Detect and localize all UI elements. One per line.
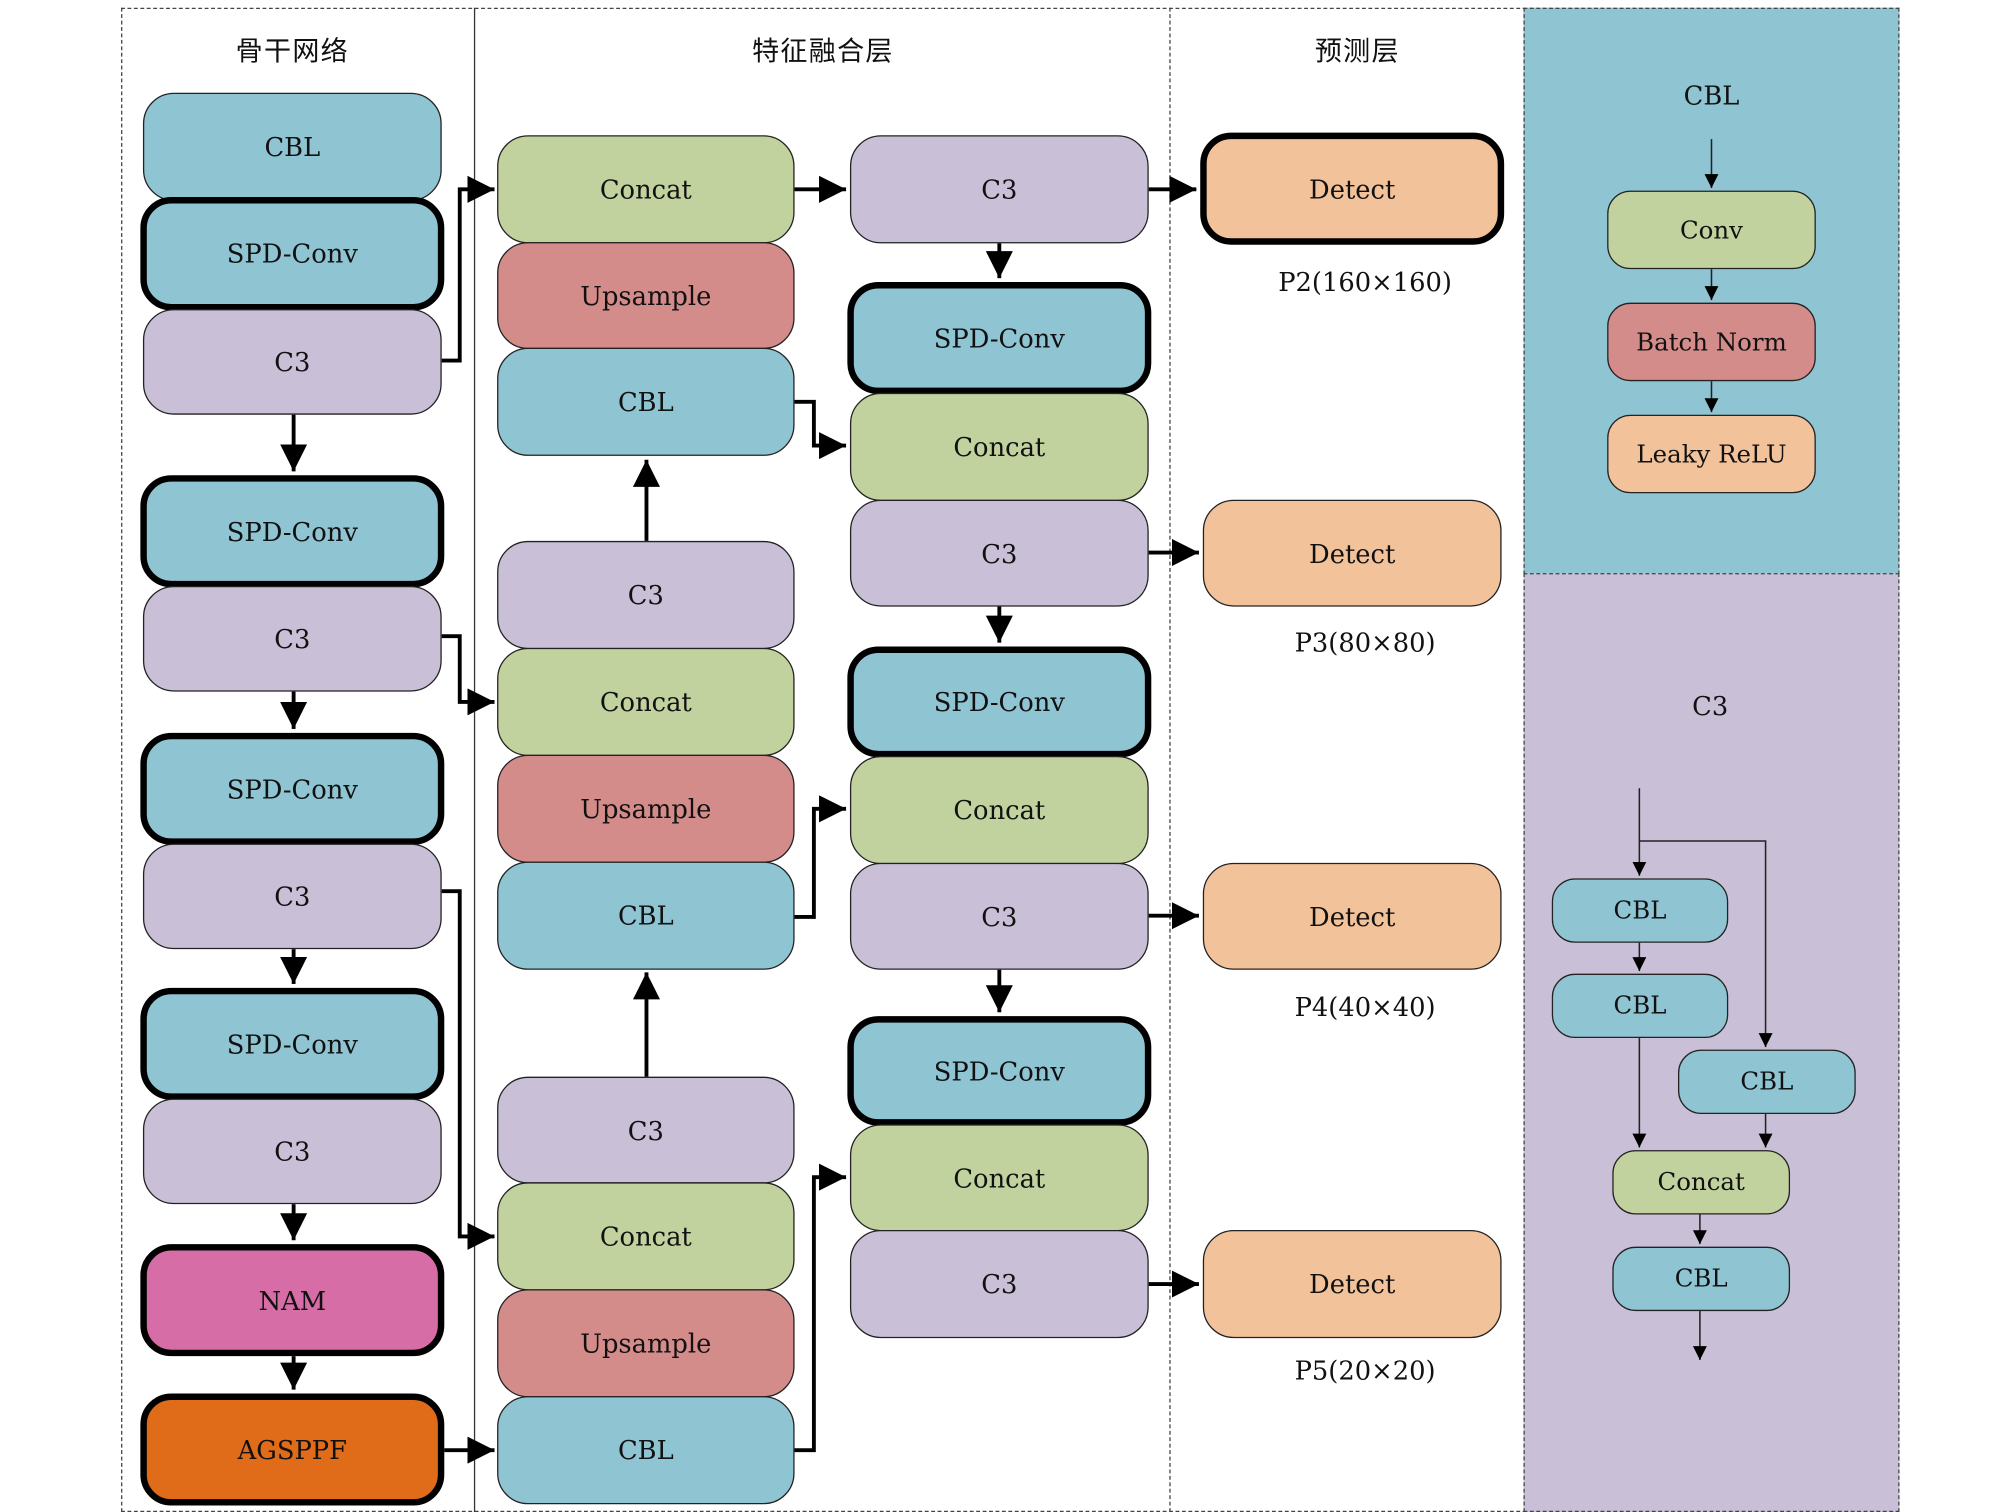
neck-spd-conv-1: SPD-Conv — [847, 282, 1152, 395]
neck-spd-conv-2: SPD-Conv — [847, 646, 1152, 758]
detect-p5-scale: P5(20×20) — [1294, 1354, 1436, 1386]
neck-upsample-3: Upsample — [497, 1289, 795, 1398]
neck-heading: 特征融合层 — [752, 36, 894, 67]
c3-legend-cbl-a1: CBL — [1551, 878, 1729, 943]
backbone-spd-conv-2: SPD-Conv — [140, 475, 445, 588]
neck-c3-1: C3 — [497, 540, 795, 650]
backbone-spd-conv-1: SPD-Conv — [140, 197, 445, 311]
neck-c3-top: C3 — [849, 135, 1149, 244]
c3-legend-cbl-b: CBL — [1678, 1049, 1856, 1115]
c3-legend-title: C3 — [1692, 690, 1729, 722]
detect-p2: Detect — [1200, 132, 1505, 245]
neck-c3-2: C3 — [497, 1076, 795, 1184]
backbone-nam: NAM — [140, 1244, 445, 1357]
neck-concat-1: Concat — [497, 135, 795, 244]
head-heading: 预测层 — [1314, 36, 1400, 67]
neck-concat-2: Concat — [497, 647, 795, 756]
divider-backbone-neck — [473, 7, 476, 1512]
neck-concat-r1: Concat — [849, 392, 1149, 501]
detect-p5: Detect — [1202, 1229, 1502, 1339]
backbone-c3-3: C3 — [142, 843, 442, 950]
legend-leaky-relu: Leaky ReLU — [1607, 414, 1816, 494]
detect-p3: Detect — [1202, 499, 1502, 607]
neck-cbl-2: CBL — [497, 861, 795, 970]
legend-conv: Conv — [1607, 190, 1816, 270]
detect-p4: Detect — [1202, 862, 1502, 970]
backbone-heading: 骨干网络 — [235, 36, 349, 67]
neck-spd-conv-3: SPD-Conv — [847, 1016, 1152, 1126]
detect-p2-scale: P2(160×160) — [1278, 266, 1452, 298]
backbone-cbl: CBL — [142, 92, 442, 201]
cbl-legend-title: CBL — [1683, 79, 1740, 111]
backbone-spd-conv-3: SPD-Conv — [140, 732, 445, 845]
divider-neck-head — [1169, 7, 1171, 1512]
neck-c3-r1: C3 — [849, 499, 1149, 607]
c3-legend-cbl-a2: CBL — [1551, 973, 1729, 1039]
backbone-c3-4: C3 — [142, 1098, 442, 1205]
detect-p3-scale: P3(80×80) — [1294, 627, 1436, 659]
neck-concat-3: Concat — [497, 1182, 795, 1291]
c3-legend-cbl-out: CBL — [1612, 1246, 1791, 1312]
neck-cbl-1: CBL — [497, 347, 795, 456]
neck-concat-r3: Concat — [849, 1124, 1149, 1232]
neck-upsample-1: Upsample — [497, 242, 795, 350]
c3-legend-concat: Concat — [1612, 1150, 1791, 1215]
backbone-c3-2: C3 — [142, 585, 442, 692]
neck-concat-r2: Concat — [849, 755, 1149, 865]
backbone-c3-1: C3 — [142, 309, 442, 415]
backbone-agsppf: AGSPPF — [140, 1393, 445, 1506]
legend-batch-norm: Batch Norm — [1607, 302, 1816, 382]
detect-p4-scale: P4(40×40) — [1294, 991, 1436, 1023]
neck-c3-r3: C3 — [849, 1229, 1149, 1339]
neck-cbl-3: CBL — [497, 1396, 795, 1505]
neck-c3-r2: C3 — [849, 862, 1149, 970]
neck-upsample-2: Upsample — [497, 754, 795, 863]
backbone-spd-conv-4: SPD-Conv — [140, 987, 445, 1100]
